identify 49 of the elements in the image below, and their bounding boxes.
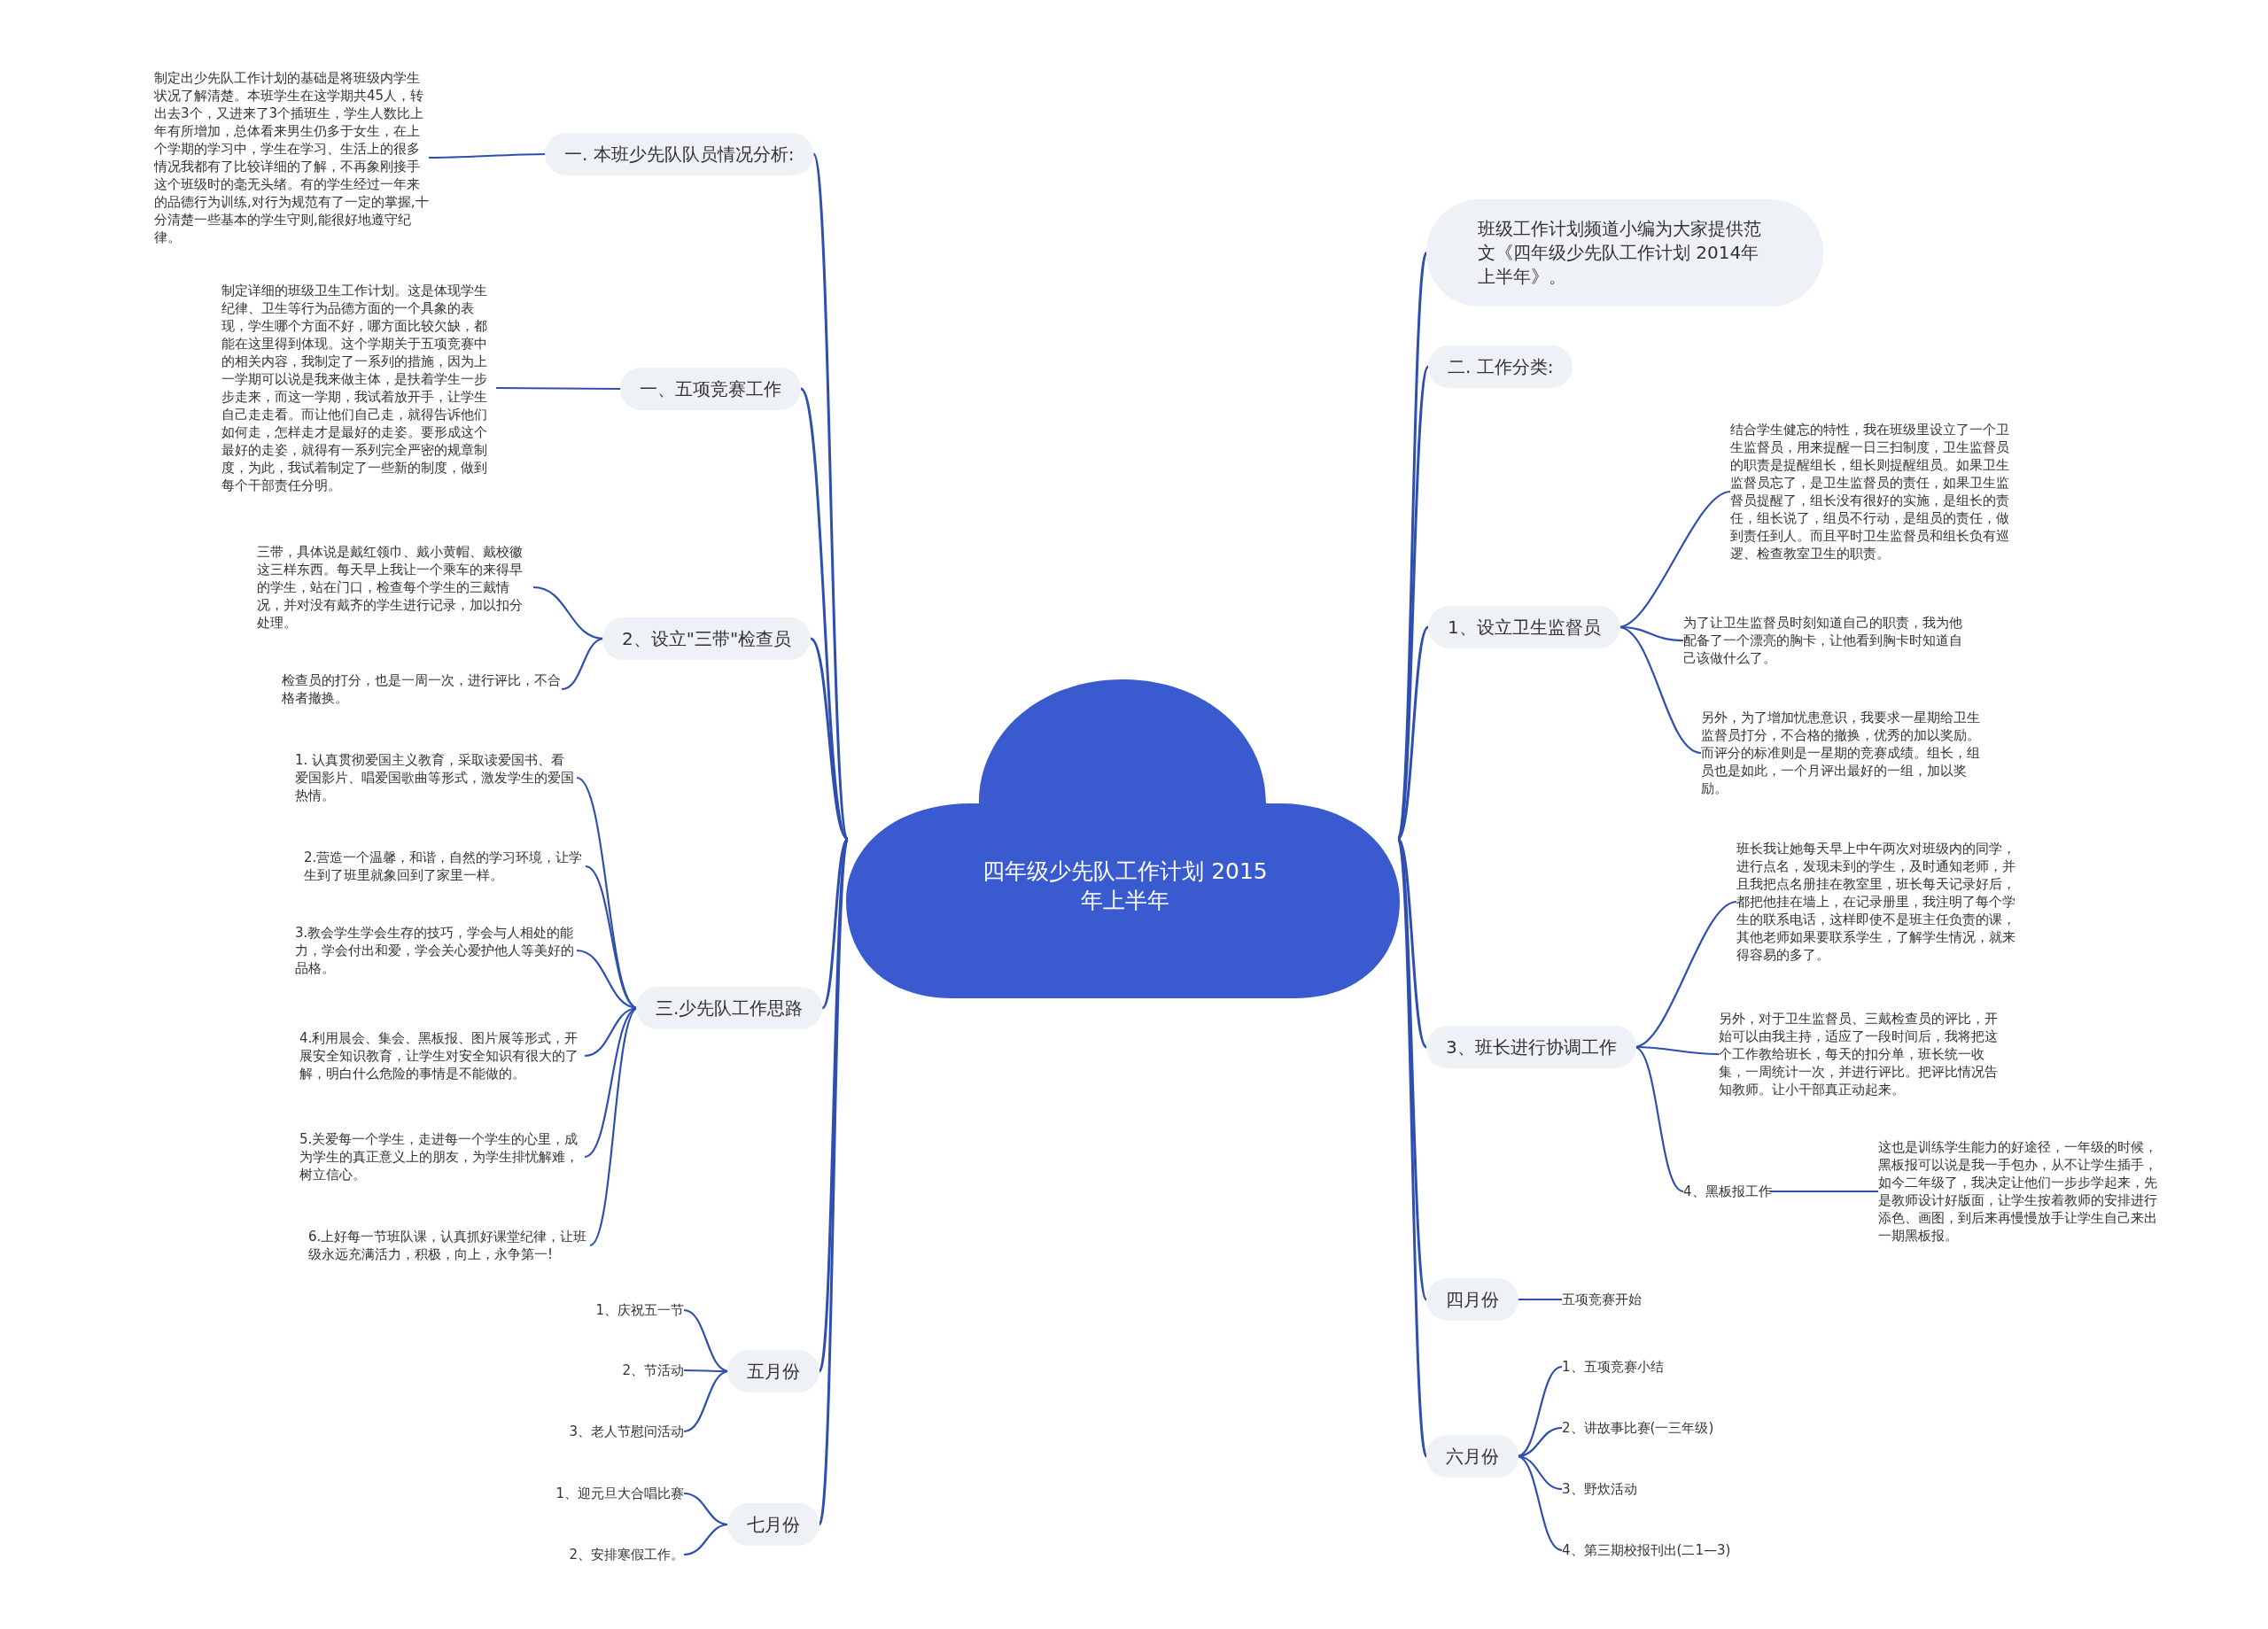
subtopic-text: 1、迎元旦大合唱比赛 <box>514 1485 684 1502</box>
topic-pill: 1、设立卫生监督员 <box>1428 606 1620 648</box>
subtopic-text: 1、庆祝五一节 <box>567 1301 684 1319</box>
connector-line <box>812 153 850 840</box>
topic-pill: 一. 本班少先队队员情况分析: <box>545 133 814 175</box>
note-text: 制定出少先队工作计划的基础是将班级内学生状况了解清楚。本班学生在这学期共45人，转出去3个，又进来了3个插班生，学生人数比上年有所增加，总体看来男生仍多于女生，在上个学期的学习中，学生在学习、生活上的很多情况我都有了比较详细的了解，不再象刚接手这个班级时的毫无头绪。有的学生经过一年来的品德行为训练,对行为规范有了一定的掌握,十分清楚一些基本的学生守则,能很好地遵守纪律。 <box>154 69 429 246</box>
note-text: 5.关爱每一个学生，走进每一个学生的心里，成为学生的真正意义上的朋友，为学生排忧解难，树立信心。 <box>299 1130 585 1183</box>
note-text: 制定详细的班级卫生工作计划。这是体现学生纪律、卫生等行为品德方面的一个具象的表现，学生哪个方面不好，哪方面比较欠缺，都能在这里得到体现。这个学期关于五项竞赛中的相关内容，我制定了一系列的措施，因为上一学期可以说是我来做主体，是扶着学生一步步走来，而这一学期，我试着放开手，让学生自己走走看。而让他们自己走，就得告诉他们如何走，怎样走才是最好的走姿。要形成这个最好的走姿，就得有一系列完全严密的规章制度，为此，我试着制定了一些新的制度，做到每个干部责任分明。 <box>221 282 496 494</box>
connector-line <box>818 838 850 1525</box>
topic-pill: 三.少先队工作思路 <box>636 987 823 1029</box>
note-text: 3.教会学生学会生存的技巧，学会与人相处的能力，学会付出和爱，学会关心爱护他人等美好的品格。 <box>295 924 577 977</box>
note-text: 1. 认真贯彻爱国主义教育，采取读爱国书、看爱国影片、唱爱国歌曲等形式，激发学生的爱国热情。 <box>295 751 577 804</box>
note-text: 三带，具体说是戴红领巾、戴小黄帽、戴校徽这三样东西。每天早上我让一个乘车的来得早的学生，站在门口，检查每个学生的三戴情况，并对没有戴齐的学生进行记录，加以扣分处理。 <box>257 543 533 632</box>
subtopic-text: 4、黑板报工作 <box>1683 1183 1772 1200</box>
note-text: 检查员的打分，也是一周一次，进行评比，不合格者撤换。 <box>282 671 562 707</box>
subtopic-text: 1、五项竞赛小结 <box>1562 1358 1664 1376</box>
note-text: 6.上好每一节班队课，认真抓好课堂纪律，让班级永远充满活力，积极，向上，永争第一! <box>308 1228 590 1263</box>
connector-line <box>1517 1298 1562 1301</box>
topic-pill: 一、五项竞赛工作 <box>620 368 801 410</box>
note-text: 另外，为了增加忧患意识，我要求一星期给卫生监督员打分，不合格的撤换，优秀的加以奖励。而评分的标准则是一星期的竞赛成绩。组长，组员也是如此，一个月评出最好的一组，加以奖励。 <box>1701 709 1986 797</box>
note-text: 为了让卫生监督员时刻知道自己的职责，我为他配备了一个漂亮的胸卡，让他看到胸卡时知道自己该做什么了。 <box>1683 614 1969 667</box>
subtopic-text: 2、讲故事比赛(一三年级) <box>1562 1419 1714 1437</box>
note-text: 另外，对于卫生监督员、三戴检查员的评比，开始可以由我主持，适应了一段时间后，我将把这个工作教给班长，每天的扣分单，班长统一收集，一周统计一次，并进行评比。把评比情况告知教师。让小干部真正动起来。 <box>1719 1010 2004 1098</box>
note-text: 这也是训练学生能力的好途径，一年级的时候，黑板报可以说是我一手包办，从不让学生插手，如今二年级了，我决定让他们一步步学起来，先是教师设计好版面，让学生按着教师的安排进行添色、画图，到后来再慢慢放手让学生自己来出一期黑板报。 <box>1878 1138 2163 1245</box>
connector-line <box>429 152 547 159</box>
connector-line <box>810 637 849 841</box>
connector-line <box>496 386 622 391</box>
connector-line <box>1396 838 1428 1457</box>
topic-pill: 二. 工作分类: <box>1428 345 1573 388</box>
note-text: 2.营造一个温馨，和谐，自然的学习环境，让学生到了班里就象回到了家里一样。 <box>304 849 586 884</box>
topic-pill: 3、班长进行协调工作 <box>1426 1026 1636 1068</box>
connector-line <box>1769 1190 1878 1193</box>
topic-pill: 2、设立"三带"检查员 <box>602 617 812 660</box>
topic-pill: 五月份 <box>727 1350 819 1392</box>
topic-pill: 六月份 <box>1426 1435 1518 1478</box>
topic-pill: 七月份 <box>727 1503 819 1546</box>
note-text: 班长我让她每天早上中午两次对班级内的同学，进行点名，发现未到的学生，及时通知老师，并且我把点名册挂在教室里，班长每天记录好后，都把他挂在墙上，在记录册里，我注明了每个学生的联系电话，这样即使不是班主任负责的课，其他老师如果要联系学生，了解学生情况，就来得容易的多了。 <box>1736 840 2022 964</box>
subtopic-text: 3、老人节慰问活动 <box>532 1423 684 1440</box>
topic-pill: 四月份 <box>1426 1278 1518 1321</box>
subtopic-text: 2、节活动 <box>567 1361 684 1379</box>
central-topic-cloud: 四年级少先队工作计划 2015年上半年 <box>846 679 1400 998</box>
subtopic-text: 3、野炊活动 <box>1562 1480 1637 1498</box>
subtopic-text: 4、第三期校报刊出(二1—3) <box>1562 1541 1731 1559</box>
note-text: 4.利用晨会、集会、黑板报、图片展等形式，开展安全知识教育，让学生对安全知识有很大的了解，明白什么危险的事情是不能做的。 <box>299 1029 585 1082</box>
info-card: 班级工作计划频道小编为大家提供范文《四年级少先队工作计划 2014年上半年》。 <box>1426 199 1823 306</box>
subtopic-text: 五项竞赛开始 <box>1562 1291 1642 1308</box>
connector-line <box>1396 252 1428 840</box>
subtopic-text: 2、安排寒假工作。 <box>532 1546 684 1563</box>
note-text: 结合学生健忘的特性，我在班级里设立了一个卫生监督员，用来提醒一日三扫制度，卫生监督员的职责是提醒组长，组长则提醒组员。如果卫生监督员忘了，是卫生监督员的责任，如果卫生监督员提醒了，组长没有很好的实施，是组长的责任，组长说了，组员不行动，是组员的责任，做到责任到人。而且平时卫生监督员和组长负有巡逻、检查教室卫生的职责。 <box>1730 421 2016 562</box>
